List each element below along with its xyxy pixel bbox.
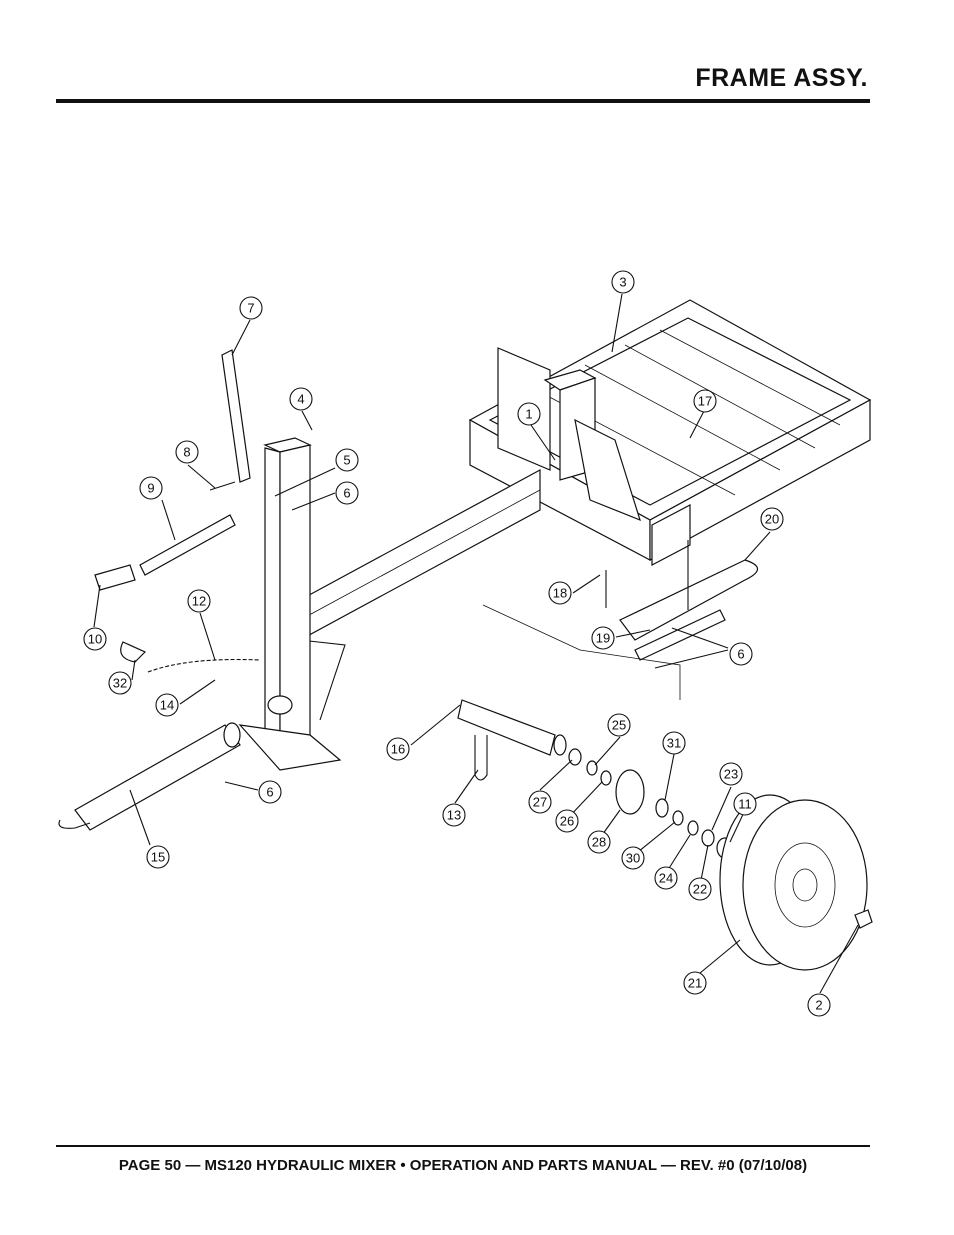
hub-parts [568, 748, 734, 859]
callout-11: 11 [733, 792, 757, 816]
callout-4: 4 [289, 387, 313, 411]
svg-text:5: 5 [343, 453, 350, 468]
callout-21: 21 [683, 971, 707, 995]
footer-rule [56, 1145, 870, 1147]
callout-24: 24 [654, 866, 678, 890]
svg-text:17: 17 [698, 394, 712, 409]
callout-5: 5 [335, 448, 359, 472]
svg-text:7: 7 [247, 301, 254, 316]
callout-2: 2 [807, 993, 831, 1017]
callout-6b: 6 [729, 642, 753, 666]
callout-14: 14 [155, 693, 179, 717]
callout-22: 22 [688, 877, 712, 901]
svg-text:23: 23 [724, 767, 738, 782]
callout-15: 15 [146, 845, 170, 869]
svg-text:31: 31 [667, 736, 681, 751]
svg-text:6: 6 [737, 647, 744, 662]
callout-16: 16 [386, 737, 410, 761]
callout-12: 12 [187, 589, 211, 613]
svg-text:13: 13 [447, 808, 461, 823]
callout-9: 9 [139, 476, 163, 500]
svg-text:30: 30 [626, 851, 640, 866]
callout-19: 19 [591, 626, 615, 650]
callout-30: 30 [621, 846, 645, 870]
callout-27: 27 [528, 790, 552, 814]
svg-text:26: 26 [560, 814, 574, 829]
callout-10: 10 [83, 627, 107, 651]
jack-stand [238, 437, 342, 771]
svg-text:1: 1 [525, 407, 532, 422]
svg-text:22: 22 [693, 882, 707, 897]
svg-text:15: 15 [151, 850, 165, 865]
callout-6c: 6 [258, 780, 282, 804]
svg-text:20: 20 [765, 512, 779, 527]
callout-13: 13 [442, 803, 466, 827]
svg-text:10: 10 [88, 632, 102, 647]
callout-7: 7 [239, 296, 263, 320]
page-title: FRAME ASSY. [695, 64, 868, 92]
axle [457, 699, 567, 781]
svg-text:8: 8 [183, 445, 190, 460]
callout-26: 26 [555, 809, 579, 833]
svg-text:12: 12 [192, 594, 206, 609]
svg-text:19: 19 [596, 631, 610, 646]
safety-chain [120, 641, 261, 673]
tire [719, 794, 873, 971]
callout-31: 31 [662, 731, 686, 755]
svg-text:27: 27 [533, 795, 547, 810]
svg-text:14: 14 [160, 698, 174, 713]
callout-3: 3 [611, 270, 635, 294]
svg-text:18: 18 [553, 586, 567, 601]
leader-lines [93, 293, 859, 994]
page-footer: PAGE 50 — MS120 HYDRAULIC MIXER • OPERAT… [118, 1157, 808, 1174]
callout-18: 18 [548, 581, 572, 605]
jack-handle [221, 349, 251, 483]
svg-text:6: 6 [266, 785, 273, 800]
svg-text:9: 9 [147, 481, 154, 496]
frame-drawing [468, 299, 872, 566]
svg-text:11: 11 [738, 797, 752, 812]
callout-25: 25 [607, 713, 631, 737]
svg-text:4: 4 [297, 392, 304, 407]
callout-32: 32 [108, 671, 132, 695]
svg-text:21: 21 [688, 976, 702, 991]
spring-plates [482, 540, 759, 700]
svg-text:2: 2 [815, 998, 822, 1013]
callout-23: 23 [719, 762, 743, 786]
callout-17: 17 [693, 389, 717, 413]
callout-20: 20 [760, 507, 784, 531]
callout-6a: 6 [335, 481, 359, 505]
svg-text:16: 16 [391, 742, 405, 757]
svg-text:6: 6 [343, 486, 350, 501]
pin-parts [94, 481, 236, 591]
svg-text:28: 28 [592, 835, 606, 850]
svg-text:3: 3 [619, 275, 626, 290]
svg-text:24: 24 [659, 871, 673, 886]
callout-28: 28 [587, 830, 611, 854]
svg-text:25: 25 [612, 718, 626, 733]
header-rule [56, 99, 870, 103]
tongue-tube [58, 722, 241, 831]
svg-text:32: 32 [113, 676, 127, 691]
callout-8: 8 [175, 440, 199, 464]
callout-1: 1 [517, 402, 541, 426]
tongue-beam [299, 468, 541, 721]
